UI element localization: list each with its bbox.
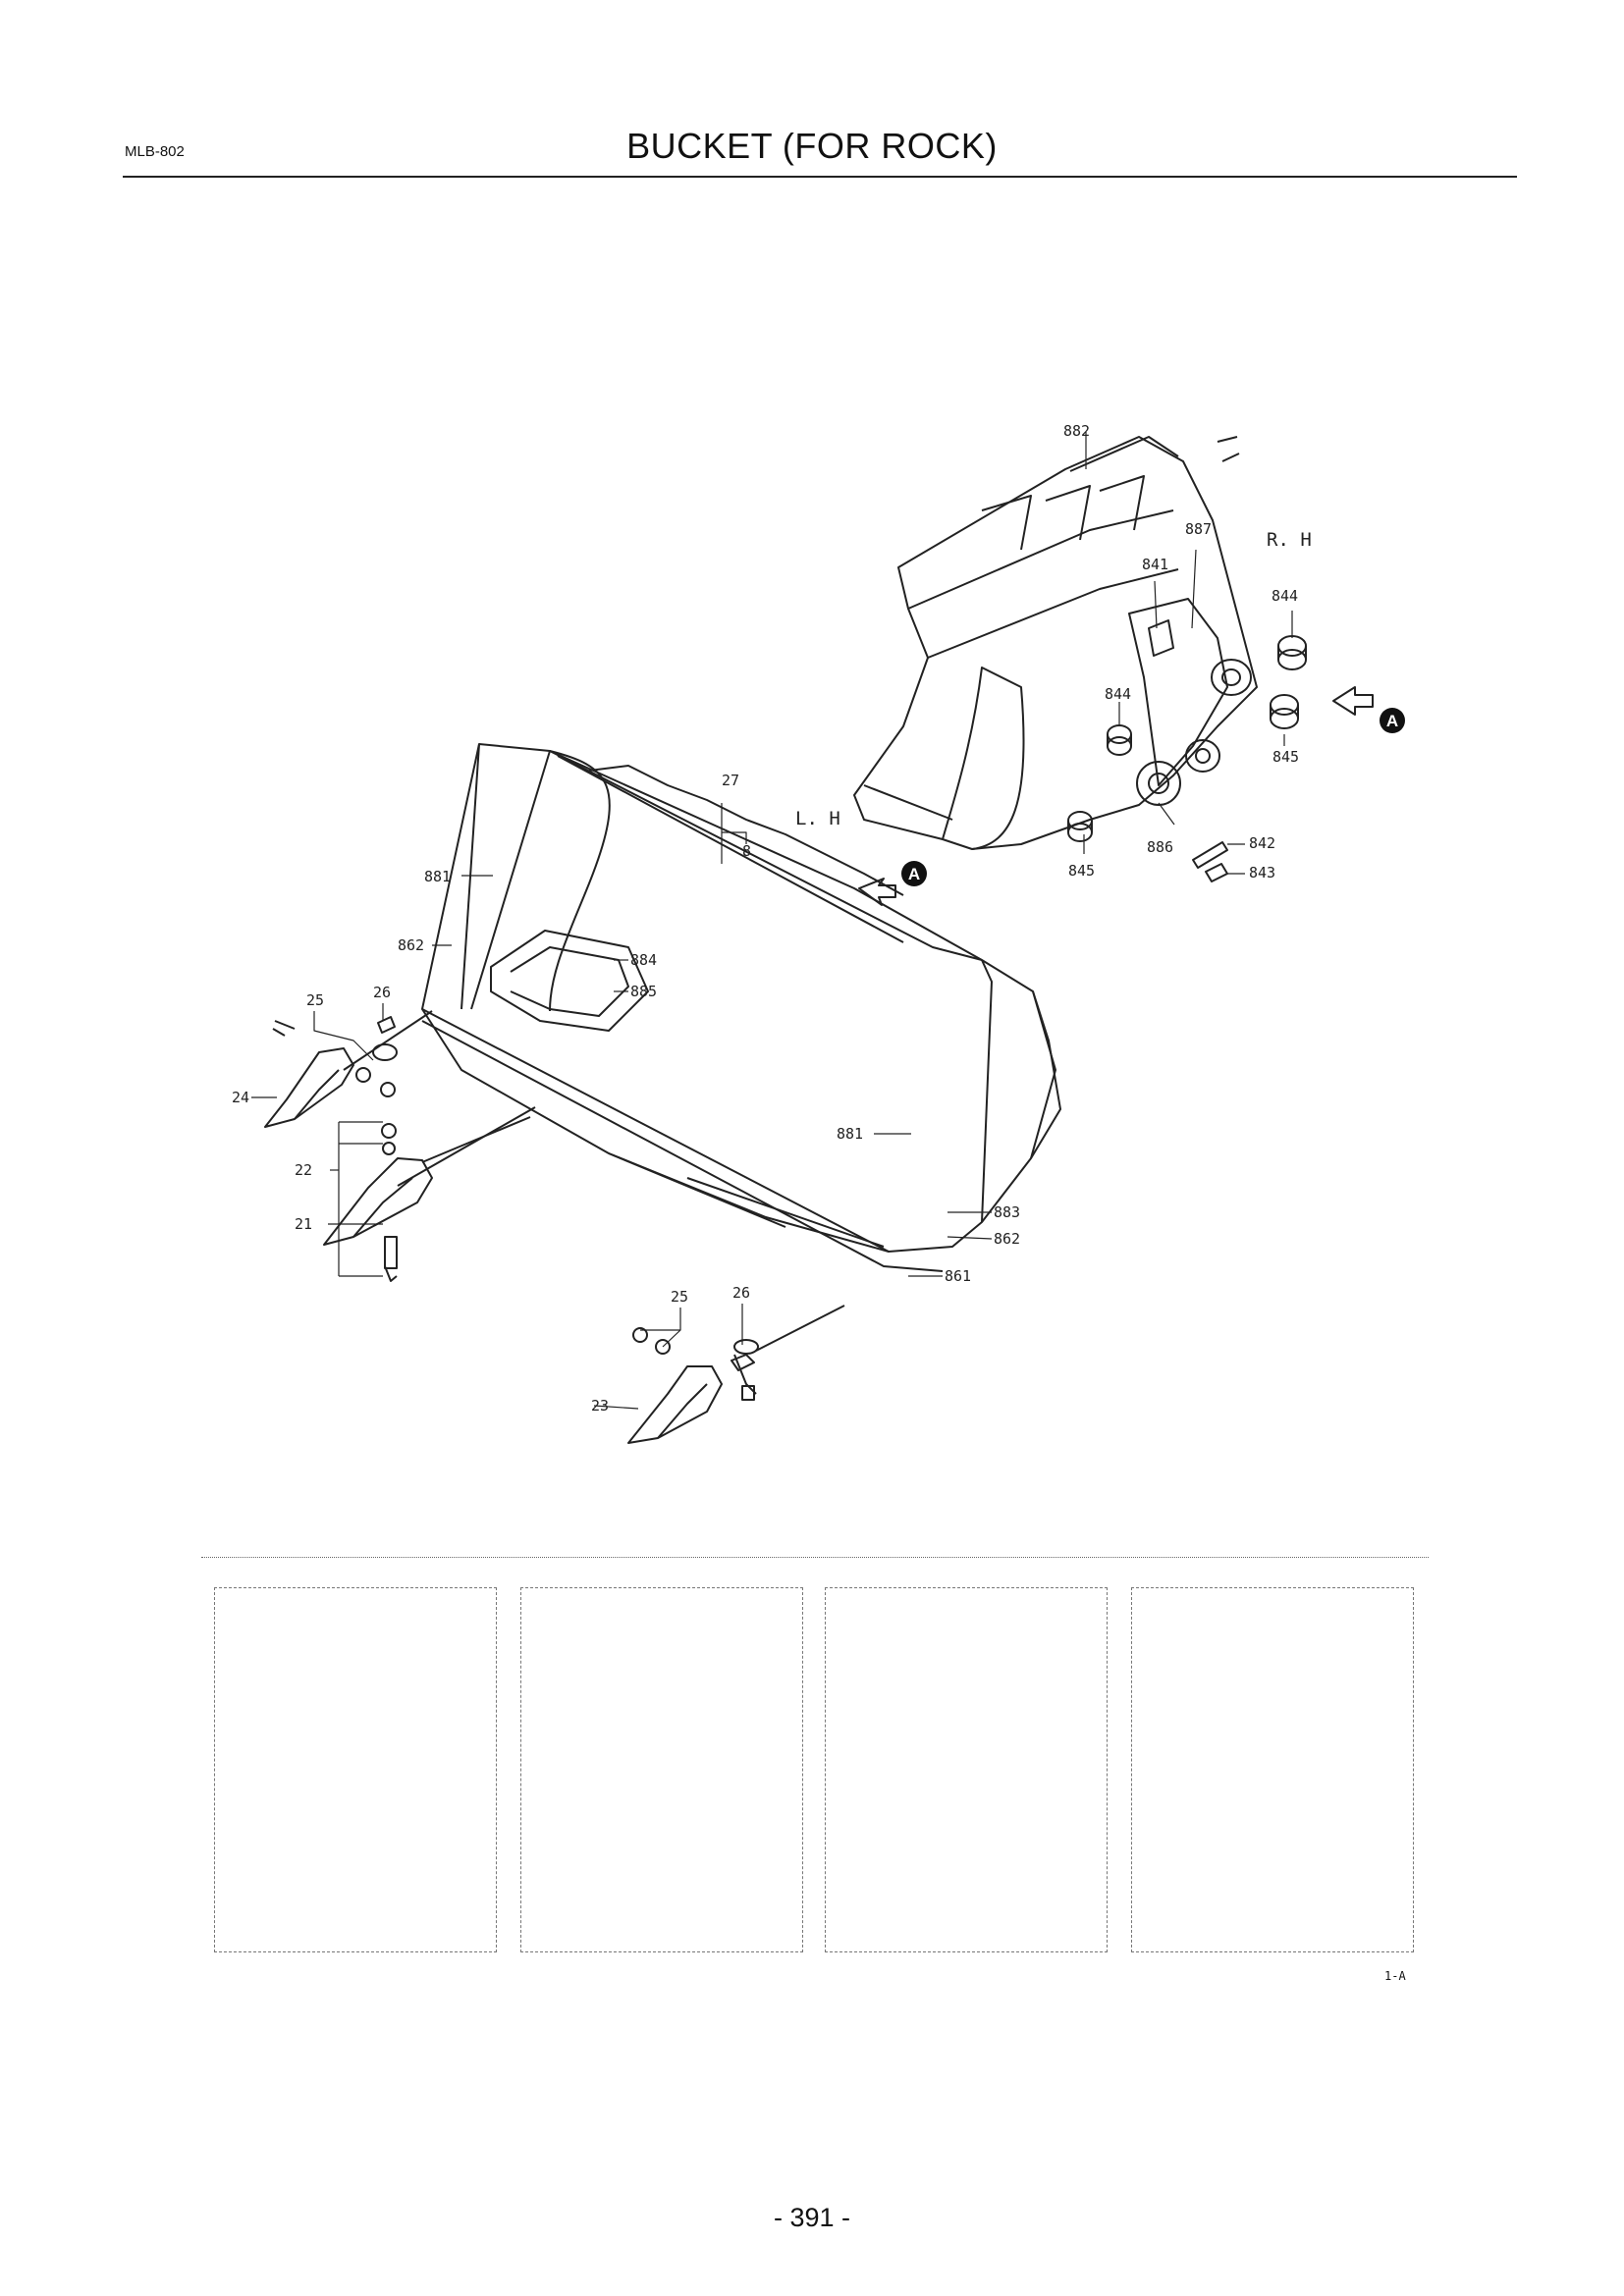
page-title: BUCKET (FOR ROCK): [626, 126, 998, 166]
tooth-assembly-right: [627, 1305, 845, 1444]
svg-text:A: A: [908, 865, 920, 883]
callout-26-left: 26: [373, 984, 391, 1001]
note-box-4: [1131, 1587, 1414, 1952]
view-arrow-left: [858, 878, 896, 906]
callout-861: 861: [945, 1267, 971, 1285]
page-number: - 391 -: [773, 2203, 851, 2232]
main-bucket: [421, 743, 1061, 1272]
callout-25-right: 25: [671, 1288, 688, 1306]
callout-844-right: 844: [1272, 587, 1298, 605]
callout-23: 23: [591, 1397, 609, 1415]
tooth-assembly-left: [264, 1010, 536, 1282]
svg-text:A: A: [1386, 712, 1398, 730]
callout-842: 842: [1249, 834, 1275, 852]
callout-841: 841: [1142, 556, 1168, 573]
side-label-lh: L. H: [795, 808, 840, 829]
callout-862-right: 862: [994, 1230, 1020, 1248]
callout-24: 24: [232, 1089, 249, 1106]
callout-25-left: 25: [306, 991, 324, 1009]
pin-842: [1192, 841, 1228, 869]
callout-22: 22: [295, 1161, 312, 1179]
view-marker-right: A: [1380, 708, 1405, 733]
callout-884: 884: [630, 951, 657, 969]
notes-divider: [201, 1557, 1429, 1558]
document-code: MLB-802: [125, 143, 185, 160]
callout-882: 882: [1063, 422, 1090, 440]
side-label-rh: R. H: [1267, 529, 1312, 551]
bucket-exploded-diagram: A A R. H L. H 882 887 841 844 844 845 84…: [232, 422, 1405, 1444]
callout-844-left: 844: [1105, 685, 1131, 703]
callout-883: 883: [994, 1203, 1020, 1221]
callout-21: 21: [295, 1215, 312, 1233]
view-marker-left: A: [901, 861, 927, 886]
note-box-1: [214, 1587, 497, 1952]
callout-27: 27: [722, 772, 739, 789]
leader-lines: [251, 432, 1293, 1410]
callout-886: 886: [1147, 838, 1173, 856]
callout-845-right: 845: [1272, 748, 1299, 766]
callout-881-upper: 881: [424, 868, 451, 885]
callout-845-left: 845: [1068, 862, 1095, 880]
callout-885: 885: [630, 983, 657, 1000]
view-arrow-right: [1332, 686, 1374, 716]
rh-detail-bucket: [853, 436, 1258, 850]
note-box-3: [825, 1587, 1108, 1952]
callout-881-lower: 881: [837, 1125, 863, 1143]
note-box-2: [520, 1587, 803, 1952]
callout-8: 8: [742, 842, 751, 860]
callout-843: 843: [1249, 864, 1275, 881]
header-divider: [123, 176, 1517, 178]
callout-887: 887: [1185, 520, 1212, 538]
callout-862-left: 862: [398, 936, 424, 954]
lock-843: [1205, 863, 1228, 882]
callout-26-right: 26: [732, 1284, 750, 1302]
figure-reference: 1-A: [1384, 1969, 1406, 1983]
